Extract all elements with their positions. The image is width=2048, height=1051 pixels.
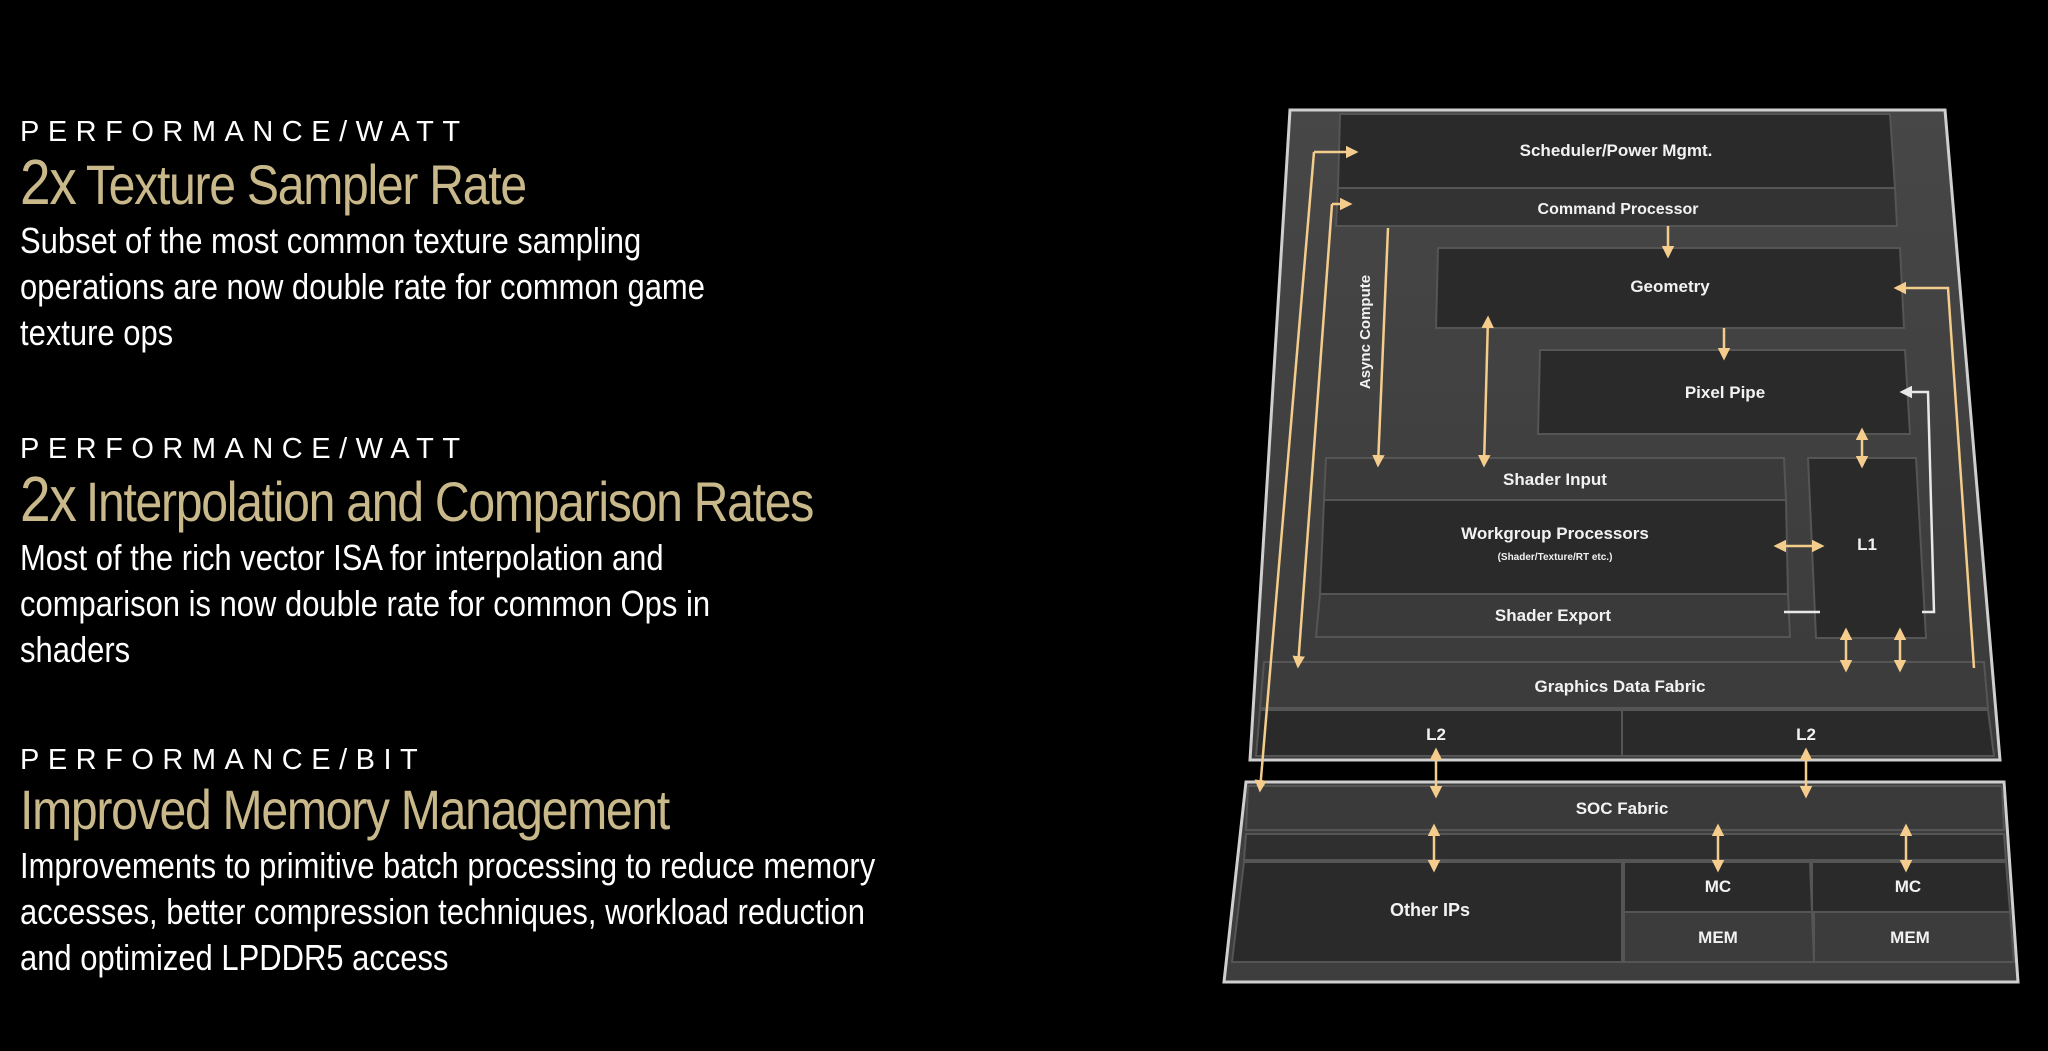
section-body: Most of the rich vector ISA for interpol… <box>20 535 880 673</box>
body-line: Most of the rich vector ISA for interpol… <box>20 537 664 578</box>
export-arrows <box>1784 385 1936 614</box>
body-line: accesses, better compression techniques,… <box>20 891 865 932</box>
soc-fabric-label: SOC Fabric <box>1576 799 1669 818</box>
gpu-block-diagram: Scheduler/Power Mgmt. Command Processor … <box>1210 100 2030 1000</box>
gpu-block-diagram-svg: Scheduler/Power Mgmt. Command Processor … <box>1222 108 2020 984</box>
body-line: Subset of the most common texture sampli… <box>20 220 642 261</box>
mem-left-label: MEM <box>1698 928 1738 947</box>
section-eyebrow: PERFORMANCE/WATT <box>20 116 469 148</box>
mem-right-block <box>1813 911 2016 963</box>
section-body: Improvements to primitive batch processi… <box>20 843 880 981</box>
body-line: texture ops <box>20 312 174 353</box>
feature-memory-management: PERFORMANCE/BIT Improved Memory Manageme… <box>20 743 1070 981</box>
soc-fabric-lower-block <box>1242 833 2008 861</box>
headline-text: Interpolation and Comparison Rates <box>85 470 814 533</box>
graphics-data-fabric-label: Graphics Data Fabric <box>1534 677 1705 696</box>
pixel-pipe-block <box>1536 349 1912 435</box>
body-line: operations are now double rate for commo… <box>20 266 705 307</box>
graphics-data-fabric-block <box>1258 661 1990 709</box>
scheduler-label: Scheduler/Power Mgmt. <box>1520 141 1713 160</box>
l1-block <box>1806 457 1928 639</box>
multiplier: 2x <box>20 146 77 218</box>
other-ips-block <box>1230 861 1623 963</box>
body-line: comparison is now double rate for common… <box>20 583 711 624</box>
command-processor-label: Command Processor <box>1538 201 1699 218</box>
body-line: Improvements to primitive batch processi… <box>20 845 876 886</box>
section-headline: Improved Memory Management <box>20 777 923 843</box>
headline-text: Improved Memory Management <box>20 778 670 841</box>
body-line: shaders <box>20 629 131 670</box>
pixel-pipe-label: Pixel Pipe <box>1685 383 1765 402</box>
l2-left-label: L2 <box>1426 725 1446 744</box>
section-body: Subset of the most common texture sampli… <box>20 218 880 356</box>
multiplier: 2x <box>20 463 77 535</box>
arrow-scheduler-to-soc <box>1254 151 1316 793</box>
async-compute-label: Async Compute <box>1357 275 1374 389</box>
workgroup-processors-label: Workgroup Processors <box>1461 524 1649 543</box>
mem-right-label: MEM <box>1890 928 1930 947</box>
arrow-async-to-shader-input <box>1372 227 1390 468</box>
l2-right-block <box>1621 709 1996 757</box>
arrow-geometry-shader-input <box>1478 315 1494 468</box>
shader-export-label: Shader Export <box>1495 606 1612 625</box>
section-eyebrow: PERFORMANCE/BIT <box>20 744 427 776</box>
section-eyebrow: PERFORMANCE/WATT <box>20 433 469 465</box>
arrow-fabric-to-geometry <box>1893 281 1976 669</box>
other-ips-label: Other IPs <box>1390 900 1470 920</box>
l2-right-label: L2 <box>1796 725 1816 744</box>
data-flow-arrows <box>1254 145 1976 873</box>
mc-left-label: MC <box>1705 877 1731 896</box>
arrow-command-to-fabric <box>1292 203 1334 669</box>
workgroup-processors-sublabel: (Shader/Texture/RT etc.) <box>1498 552 1613 563</box>
l1-label: L1 <box>1857 535 1877 554</box>
command-processor-block <box>1334 187 1899 227</box>
body-line: and optimized LPDDR5 access <box>20 937 449 978</box>
headline-text: Texture Sampler Rate <box>85 153 527 216</box>
arrow-l1-to-pixel-pipe <box>1899 385 1936 614</box>
geometry-block <box>1434 247 1906 329</box>
shader-input-label: Shader Input <box>1503 470 1607 489</box>
shader-export-block <box>1314 593 1792 638</box>
mc-right-label: MC <box>1895 877 1921 896</box>
geometry-label: Geometry <box>1630 277 1710 296</box>
workgroup-processors-block <box>1318 499 1790 595</box>
